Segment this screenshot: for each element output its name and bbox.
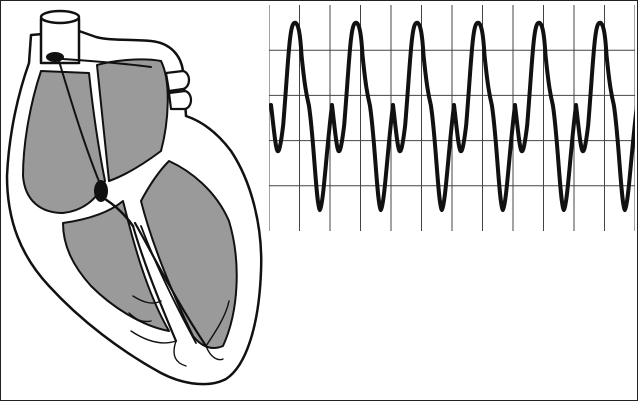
sa-node (46, 52, 64, 62)
ecg-trace (271, 23, 635, 210)
pulmonary-vein-lower (169, 91, 191, 109)
pulmonary-vein (166, 71, 189, 91)
aorta-opening (41, 11, 79, 23)
ecg-strip-icon (269, 5, 635, 231)
heart-conduction-system-icon (1, 1, 269, 400)
